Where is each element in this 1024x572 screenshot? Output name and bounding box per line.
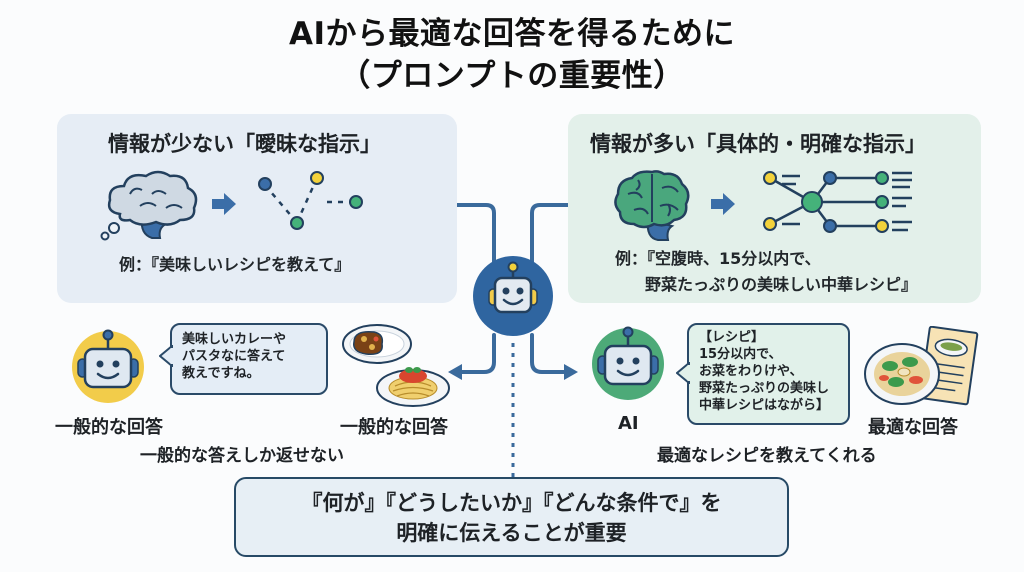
arrow-left-icon: [448, 364, 462, 380]
optimal-food-label: 最適な回答: [868, 417, 958, 438]
page-title: AIから最適な回答を得るために: [288, 16, 736, 52]
arrow-right-icon: [564, 364, 578, 380]
optimal-caption: 最適なレシピを教えてくれる: [657, 446, 877, 466]
bubble-line: パスタなに答えて: [182, 349, 286, 364]
cloudy-brain-icon: [100, 170, 198, 241]
generic-robot-icon: [72, 329, 144, 403]
page-subtitle: （プロンプトの重要性）: [339, 58, 685, 94]
bubble-line: 中華レシピはながら】: [699, 398, 830, 413]
connected-network-icon: [763, 171, 912, 233]
optimal-robot-label: AI: [618, 413, 639, 434]
generic-food-label: 一般的な回答: [340, 417, 448, 438]
bubble-line: 美味しいカレーや: [182, 332, 287, 347]
connector-specific-to-ai: [530, 203, 570, 270]
bubble-line: 【レシピ】: [699, 330, 765, 345]
bubble-line: 教えですね。: [182, 366, 260, 381]
summary-line2: 明確に伝えることが重要: [396, 521, 627, 545]
connector-ai-to-vague-result: [456, 333, 496, 374]
vague-example: 例：『美味しいレシピを教えて』: [119, 255, 351, 274]
pasta-plate-icon: [376, 367, 450, 407]
scattered-nodes-icon: [258, 171, 363, 230]
specific-example-line1: 例：『空腹時、15分以内で、: [615, 249, 821, 268]
generic-speech-bubble: 美味しいカレーや パスタなに答えて 教えですね。: [170, 323, 328, 395]
brain-icon: [614, 170, 690, 241]
bubble-line: 15分以内で、: [699, 347, 782, 362]
arrow-right-icon: [212, 193, 236, 215]
generic-caption: 一般的な答えしか返せない: [140, 446, 344, 466]
curry-plate-icon: [342, 324, 412, 364]
ai-robot-icon: [473, 256, 553, 336]
bubble-line: 野菜たっぷりの美味し: [699, 381, 830, 396]
specific-panel-title: 情報が多い「具体的・明確な指示」: [590, 132, 926, 156]
bubble-tail: [159, 345, 173, 367]
summary-box: 『何が』『どうしたいか』『どんな条件で』を 明確に伝えることが重要: [234, 477, 789, 557]
connector-vague-to-ai: [455, 203, 496, 270]
vague-panel-title: 情報が少ない「曖昧な指示」: [108, 132, 381, 156]
bubble-line: お菜をわりけや、: [699, 364, 803, 379]
specific-example-line2: 野菜たっぷりの美味しい中華レシピ』: [645, 275, 918, 294]
summary-line1: 『何が』『どうしたいか』『どんな条件で』を: [301, 491, 722, 515]
optimal-robot-icon: [592, 326, 664, 400]
connector-ai-to-specific-result: [530, 333, 570, 374]
bubble-tail: [676, 362, 690, 384]
chinese-dish-recipe-icon: [864, 326, 979, 406]
generic-robot-label: 一般的な回答: [55, 417, 163, 438]
optimal-speech-bubble: 【レシピ】 15分以内で、 お菜をわりけや、 野菜たっぷりの美味し 中華レシピは…: [687, 323, 850, 425]
arrow-right-icon: [711, 193, 735, 215]
